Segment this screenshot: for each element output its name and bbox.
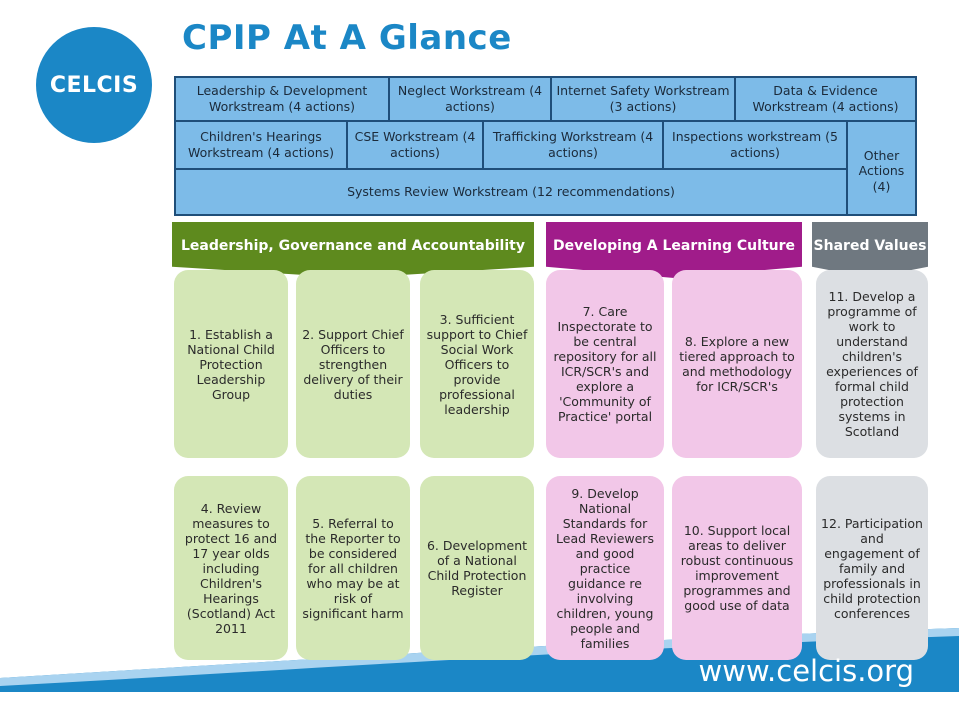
- card-action-9: 9. Develop National Standards for Lead R…: [546, 476, 664, 660]
- workstream-leadership-development: Leadership & Development Workstream (4 a…: [174, 76, 390, 122]
- workstream-data-evidence: Data & Evidence Workstream (4 actions): [734, 76, 917, 122]
- card-action-7: 7. Care Inspectorate to be central repos…: [546, 270, 664, 458]
- card-action-5: 5. Referral to the Reporter to be consid…: [296, 476, 410, 660]
- card-action-1: 1. Establish a National Child Protection…: [174, 270, 288, 458]
- card-action-4: 4. Review measures to protect 16 and 17 …: [174, 476, 288, 660]
- card-action-11: 11. Develop a programme of work to under…: [816, 270, 928, 458]
- header-shared-values: Shared Values: [812, 222, 928, 278]
- card-action-12: 12. Participation and engagement of fami…: [816, 476, 928, 660]
- workstream-neglect: Neglect Workstream (4 actions): [388, 76, 552, 122]
- card-action-8: 8. Explore a new tiered approach to and …: [672, 270, 802, 458]
- card-action-6: 6. Development of a National Child Prote…: [420, 476, 534, 660]
- page-title: CPIP At A Glance: [182, 18, 512, 58]
- workstream-systems-review: Systems Review Workstream (12 recommenda…: [174, 168, 848, 216]
- workstream-cse: CSE Workstream (4 actions): [346, 120, 484, 170]
- card-action-3: 3. Sufficient support to Chief Social Wo…: [420, 270, 534, 458]
- workstream-trafficking: Trafficking Workstream (4 actions): [482, 120, 664, 170]
- workstream-internet-safety: Internet Safety Workstream (3 actions): [550, 76, 736, 122]
- website-url: www.celcis.org: [698, 654, 914, 688]
- workstream-inspections: Inspections workstream (5 actions): [662, 120, 848, 170]
- card-action-2: 2. Support Chief Officers to strengthen …: [296, 270, 410, 458]
- workstream-childrens-hearings: Children's Hearings Workstream (4 action…: [174, 120, 348, 170]
- other-actions: Other Actions (4): [846, 120, 917, 216]
- header-leadership-governance: Leadership, Governance and Accountabilit…: [172, 222, 534, 278]
- celcis-logo: CELCIS: [36, 27, 152, 143]
- header-learning-culture: Developing A Learning Culture: [546, 222, 802, 278]
- card-action-10: 10. Support local areas to deliver robus…: [672, 476, 802, 660]
